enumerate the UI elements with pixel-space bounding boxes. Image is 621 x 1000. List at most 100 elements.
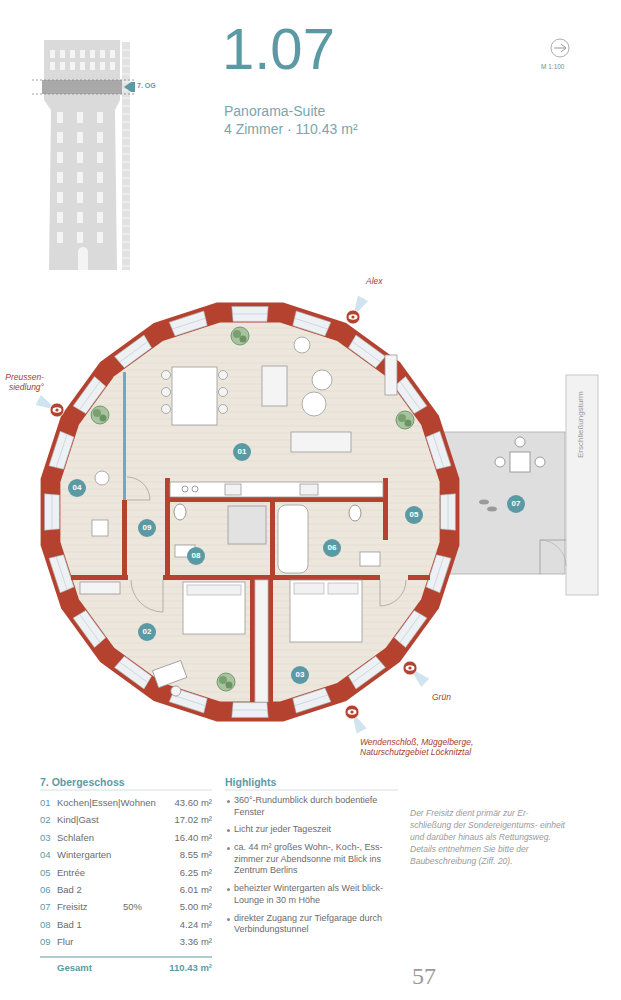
stair-line <box>122 226 130 227</box>
tower-window <box>60 50 65 58</box>
tower-window <box>70 50 75 58</box>
window <box>232 703 268 718</box>
room-name: Entrée <box>57 867 85 878</box>
view-label: Preussen- siedlung° <box>2 372 44 392</box>
room-name: Flur <box>57 936 73 947</box>
table <box>510 452 530 472</box>
plank-line <box>40 342 470 343</box>
marker-disc <box>323 539 341 557</box>
stair-line <box>122 66 130 67</box>
desk <box>152 660 191 700</box>
tower-window <box>77 132 83 143</box>
marker-disc <box>68 479 86 497</box>
north-arrow <box>551 39 569 57</box>
bed-frame <box>183 582 245 634</box>
room-marker: 04 <box>68 479 86 497</box>
window-glass <box>352 662 380 683</box>
room-marker: 06 <box>323 539 341 557</box>
bullet <box>227 829 230 832</box>
dining-table <box>172 367 217 425</box>
view-eye <box>345 705 359 719</box>
subtitle: Panorama-Suite <box>224 103 325 120</box>
view-eye <box>50 403 64 417</box>
outer-wall <box>41 303 460 722</box>
window-glass <box>79 614 100 642</box>
bullet <box>227 918 230 921</box>
hob <box>192 486 198 492</box>
marker-disc <box>405 506 423 524</box>
plank-line <box>40 559 470 560</box>
tower-icon <box>32 40 136 270</box>
stair-line <box>122 146 130 147</box>
highlight-item: 360°-Rundumblick durch bodentiefe Fenste… <box>234 795 399 818</box>
armchair <box>294 337 310 353</box>
tower-window <box>90 62 95 70</box>
bed-frame <box>290 580 362 642</box>
room-number: 04 <box>68 479 86 492</box>
marker-disc <box>507 495 525 513</box>
tower-window <box>60 62 65 70</box>
marker-disc <box>187 547 205 565</box>
window-glass <box>79 381 100 409</box>
stair-line <box>122 130 130 131</box>
tower-window <box>77 212 83 223</box>
window <box>73 610 106 647</box>
room-number: 09 <box>40 936 51 947</box>
room-name: Schlafen <box>57 832 94 843</box>
eye-badge <box>345 705 359 719</box>
tower-window <box>77 232 83 243</box>
room-number: 01 <box>40 797 51 808</box>
tower-window <box>57 192 63 203</box>
view-eye <box>346 310 360 324</box>
total-rule <box>40 957 212 958</box>
tower-window <box>80 50 85 58</box>
window-glass <box>172 695 205 706</box>
bath-2 <box>278 505 380 573</box>
tower-window <box>110 50 115 58</box>
floor-tag: 7. OG <box>137 82 156 90</box>
window-glass <box>119 341 147 362</box>
footprint <box>487 507 497 512</box>
stair-line <box>122 202 130 203</box>
plank-line <box>40 552 470 553</box>
plant-leaves <box>398 414 406 422</box>
plant-leaves <box>217 673 235 691</box>
plank-line <box>40 370 470 371</box>
plant-leaves <box>93 409 101 417</box>
room-name: Kochen|Essen|Wohnen <box>57 797 156 808</box>
access-tower <box>566 375 598 595</box>
floor-band-line <box>32 80 136 81</box>
coffee-table <box>302 392 326 416</box>
tower-window <box>57 152 63 163</box>
bathtub <box>278 505 308 573</box>
stair-tower <box>122 42 130 270</box>
room-area: 43.60 m² <box>175 797 213 808</box>
room-marker: 03 <box>291 666 309 684</box>
room-name: Wintergarten <box>57 849 111 860</box>
window-glass <box>232 710 267 711</box>
window <box>293 311 331 336</box>
eye-white <box>406 665 415 671</box>
window <box>49 555 74 593</box>
door-swing <box>380 580 406 606</box>
plant-leaves <box>231 327 249 345</box>
tower-door <box>78 247 88 270</box>
window-glass <box>400 614 421 642</box>
chair <box>169 685 182 698</box>
door-swing <box>540 540 566 566</box>
tower-window <box>57 112 63 123</box>
sink <box>225 484 241 495</box>
wardrobe <box>80 582 120 594</box>
highlight-item: Licht zur jeder Tageszeit <box>234 824 399 836</box>
chair <box>162 388 171 397</box>
floor-plan <box>40 300 598 721</box>
marker-disc <box>233 443 251 461</box>
room-name: Bad 2 <box>57 884 82 895</box>
plant <box>217 673 235 691</box>
chair <box>219 405 228 414</box>
stair-line <box>122 122 130 123</box>
room-number: 04 <box>40 849 51 860</box>
plank-line <box>40 468 470 469</box>
chair <box>219 388 228 397</box>
wall <box>165 497 388 502</box>
